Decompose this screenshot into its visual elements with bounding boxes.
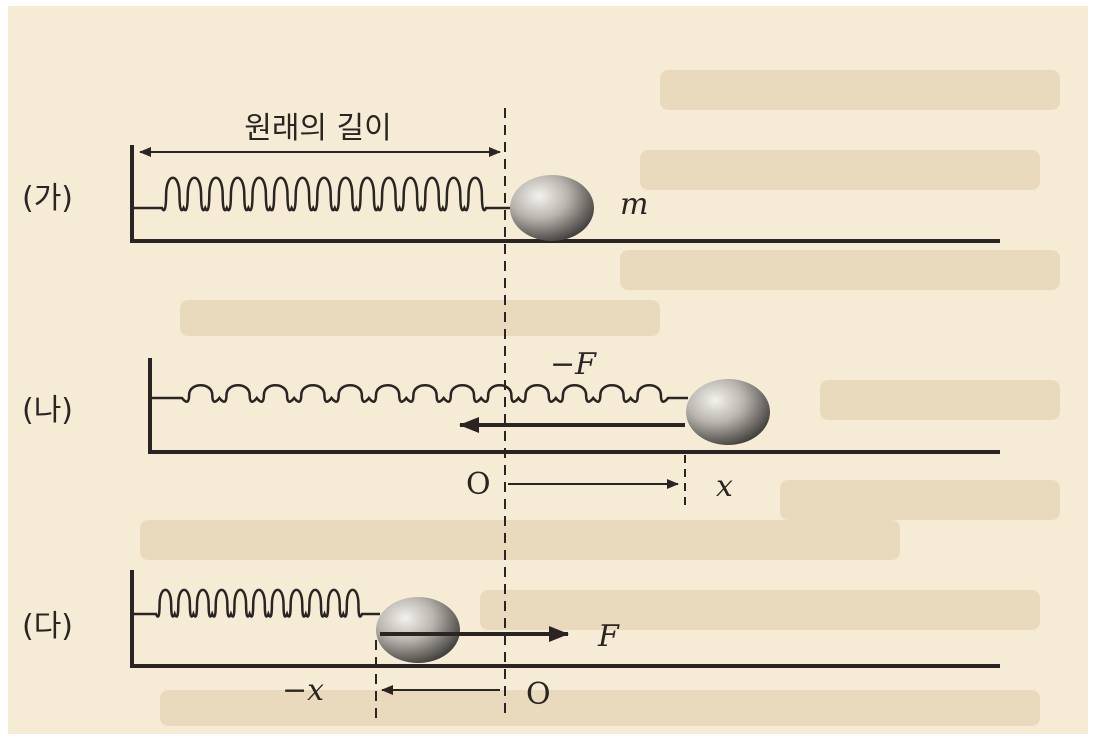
displacement-pos-label: x xyxy=(716,469,733,504)
panel-c-spring xyxy=(134,588,380,618)
origin-label-b: O xyxy=(466,467,491,502)
panel-b: −F (나) O x xyxy=(22,347,1000,504)
force-neg-label: −F xyxy=(550,347,597,382)
panel-a-label: (가) xyxy=(22,181,73,216)
panel-c-label: (다) xyxy=(22,609,73,644)
panel-a-ball xyxy=(510,175,594,241)
panel-a-spring xyxy=(134,176,510,212)
force-pos-label: F xyxy=(597,619,620,654)
panel-b-label: (나) xyxy=(22,393,73,428)
displacement-neg-label: −x xyxy=(282,673,324,708)
panel-a: 원래의 길이 (가) m xyxy=(22,111,1000,243)
bleed-through-texture xyxy=(140,70,1060,726)
panel-c-ball xyxy=(376,597,460,663)
mass-label: m xyxy=(620,187,648,222)
panel-b-spring xyxy=(152,384,688,403)
natural-length-label: 원래의 길이 xyxy=(244,111,392,146)
panel-b-ball xyxy=(686,379,770,445)
panel-c: (다) F −x O xyxy=(22,570,1000,712)
origin-label-c: O xyxy=(526,677,551,712)
